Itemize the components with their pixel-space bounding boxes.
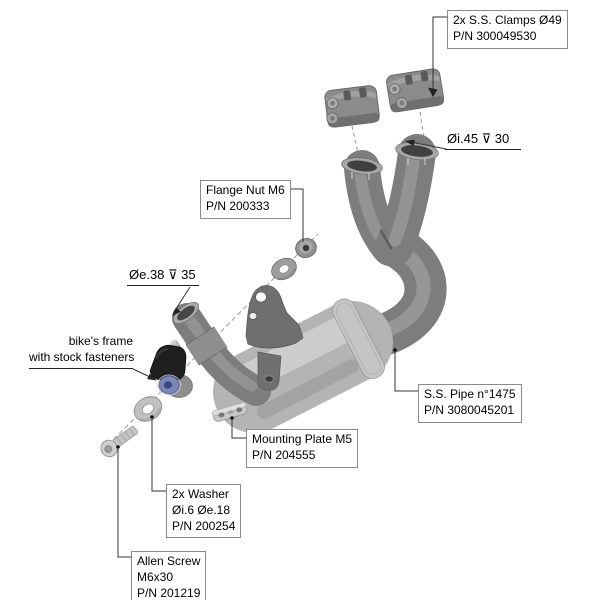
- allen-screw: [100, 425, 138, 458]
- label-bike-frame-line2: with stock fasteners: [29, 349, 135, 364]
- label-bike-frame-line1: bike's frame: [68, 334, 133, 348]
- label-dim-inner-diameter: Øi.45 ⊽ 30: [445, 130, 521, 151]
- flange-nut: [295, 237, 317, 259]
- label-washer-line1: 2x Washer: [172, 487, 229, 501]
- label-ss-pipe-line2: P/N 3080045201: [424, 402, 515, 417]
- pipe-stub-right: [375, 134, 439, 266]
- label-mounting-plate-line2: P/N 204555: [252, 447, 316, 462]
- label-washer-line2: Øi.6 Øe.18: [172, 502, 231, 517]
- label-ss-pipe: S.S. Pipe n°1475 P/N 3080045201: [418, 384, 522, 423]
- label-flange-nut: Flange Nut M6 P/N 200333: [200, 180, 291, 219]
- washer-large: [133, 396, 163, 422]
- leader-arrowheads: [147, 87, 438, 381]
- label-allen-screw: Allen Screw M6x30 P/N 201219: [131, 551, 207, 600]
- label-washer: 2x Washer Øi.6 Øe.18 P/N 200254: [166, 484, 242, 539]
- y-pipe-elbow: [359, 225, 447, 357]
- pipe-bottom-tab: [257, 351, 282, 391]
- pipe-bracket: [245, 285, 304, 349]
- label-washer-line3: P/N 200254: [172, 518, 236, 533]
- washer-small: [271, 257, 297, 281]
- label-clamps-line2: P/N 300049530: [453, 28, 537, 43]
- label-flange-nut-line2: P/N 200333: [206, 198, 270, 213]
- label-mounting-plate-line1: Mounting Plate M5: [252, 432, 353, 446]
- label-dim-outer-diameter: Øe.38 ⊽ 35: [127, 266, 199, 287]
- clamp-right: [386, 68, 445, 113]
- label-clamps: 2x S.S. Clamps Ø49 P/N 300049530: [447, 10, 568, 49]
- rubber-mount: [149, 339, 193, 398]
- leader-dots: [116, 348, 397, 449]
- label-bike-frame: bike's frame with stock fasteners: [29, 334, 135, 369]
- label-allen-screw-line1: Allen Screw: [137, 554, 201, 568]
- mounting-plate: [211, 402, 248, 422]
- catalyst-end-ring: [332, 298, 385, 379]
- front-pipe: [172, 302, 271, 406]
- label-allen-screw-line2: M6x30: [137, 569, 174, 584]
- label-clamps-line1: 2x S.S. Clamps Ø49: [453, 13, 562, 27]
- label-ss-pipe-line1: S.S. Pipe n°1475: [424, 387, 516, 401]
- clamp-left: [324, 85, 380, 128]
- label-allen-screw-line3: P/N 201219: [137, 585, 201, 600]
- label-flange-nut-line1: Flange Nut M6: [206, 183, 285, 197]
- label-mounting-plate: Mounting Plate M5 P/N 204555: [246, 429, 359, 468]
